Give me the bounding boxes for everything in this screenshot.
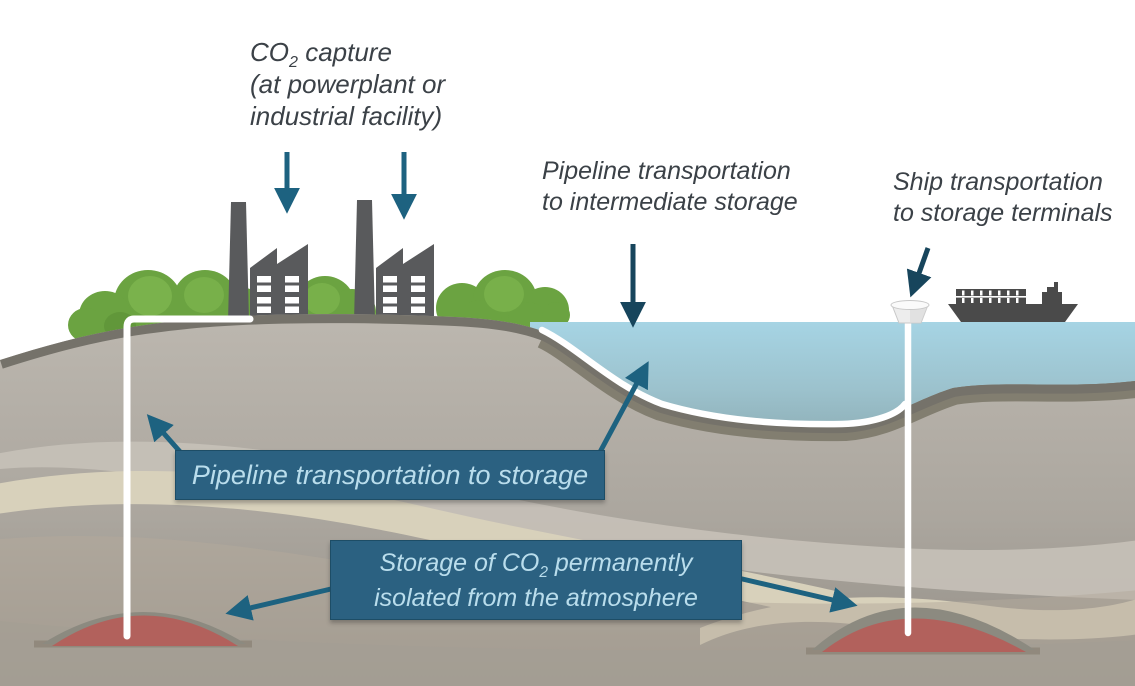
factory-window-dividers [257, 282, 299, 307]
co2-reservoir-icon-left [34, 612, 252, 648]
co2-storage-line2: isolated from the atmosphere [374, 584, 698, 612]
pipeline-seabed [538, 326, 909, 428]
pipeline-icon [123, 314, 912, 640]
reservoir-co2 [822, 618, 1026, 652]
arrow-to-left-reservoir [225, 582, 349, 621]
factory-window-dividers [383, 282, 425, 307]
reservoir-co2 [52, 615, 238, 646]
arrow-to-seabed-pipeline [597, 361, 649, 454]
co2-subscript: 2 [539, 564, 548, 581]
pipeline-storage-callout: Pipeline transportation to storage [175, 450, 605, 500]
buoy-terminal-icon [890, 300, 930, 324]
co2-storage-line1: Storage of CO2 permanently [379, 549, 693, 581]
ship-transport-line2: to storage terminals [893, 199, 1113, 227]
factory-icon-2 [354, 200, 434, 322]
pipeline-intermediate-label: Pipeline transportation to intermediate … [542, 156, 798, 218]
co2-reservoir-icon-right [806, 607, 1040, 655]
arrow-to-land-well [146, 414, 184, 456]
co2-subscript: 2 [289, 53, 298, 72]
ship-hull [948, 304, 1078, 322]
annotation-arrows [146, 152, 932, 621]
pipeline-intermediate-line1: Pipeline transportation [542, 157, 791, 185]
pipeline-intermediate-line2: to intermediate storage [542, 188, 798, 216]
pipeline-land-well [123, 315, 254, 640]
ship-container-gaps [956, 290, 1026, 303]
co2-capture-line1: CO2 capture [250, 37, 392, 72]
co2-capture-label: CO2 capture (at powerplant or industrial… [250, 36, 445, 132]
co2-capture-line2: (at powerplant or [250, 69, 446, 99]
ship-bridge [1042, 292, 1062, 304]
ship-mast [1054, 282, 1058, 293]
arrow-to-right-reservoir [737, 575, 858, 613]
arrow-to-buoy [906, 247, 932, 298]
factory-icon-1 [228, 202, 308, 322]
ship-transport-line1: Ship transportation [893, 168, 1103, 196]
cargo-ship-icon [948, 282, 1078, 322]
ship-bridge-step [1047, 287, 1055, 293]
co2-storage-callout: Storage of CO2 permanently isolated from… [330, 540, 742, 620]
co2-capture-line3: industrial facility) [250, 101, 443, 131]
factory-chimney [228, 202, 249, 322]
ship-transport-label: Ship transportation to storage terminals [893, 167, 1113, 229]
pipeline-storage-callout-text: Pipeline transportation to storage [191, 459, 589, 490]
factory-chimney [354, 200, 375, 322]
